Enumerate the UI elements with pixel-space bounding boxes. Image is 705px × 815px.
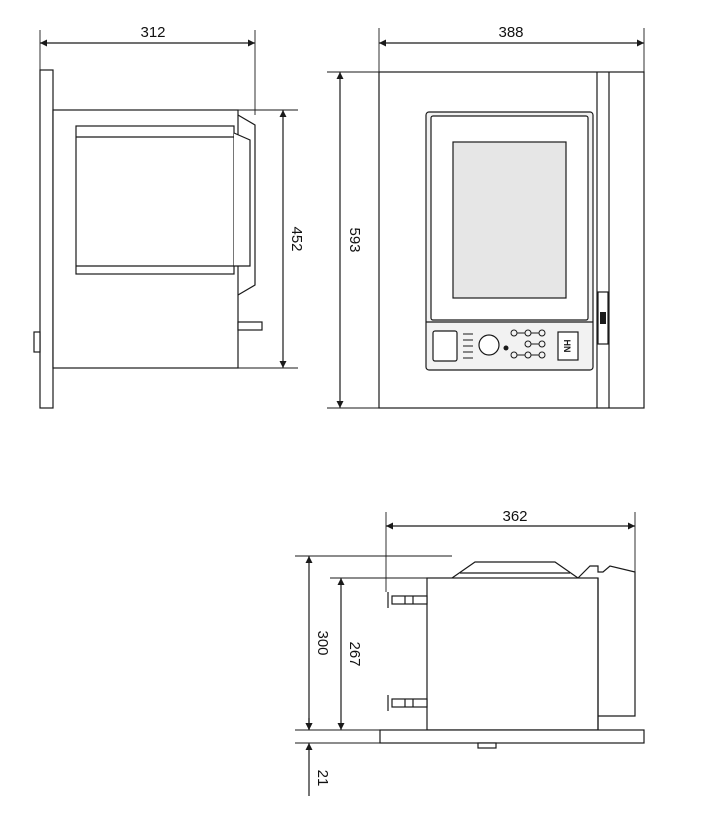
bottom-rear-bracket (577, 565, 636, 717)
side-knob (33, 331, 41, 353)
bottom-view (295, 512, 645, 796)
side-rear-block (233, 132, 251, 267)
side-module (75, 125, 235, 275)
display-screen (452, 141, 567, 299)
front-handle-mark (600, 312, 606, 324)
side-view (33, 30, 298, 409)
bottom-base-plate (379, 729, 645, 744)
dim-label-388: 388 (498, 24, 523, 41)
dim-label-267: 267 (346, 641, 363, 666)
dim-label-312: 312 (140, 24, 165, 41)
dim-label-593: 593 (346, 227, 363, 252)
bottom-terminals (387, 592, 428, 711)
side-flange (39, 69, 54, 409)
rotary-knob (478, 334, 500, 356)
logo-box (557, 331, 579, 361)
front-view (327, 28, 645, 409)
dim-label-21: 21 (314, 770, 331, 787)
led-rows (463, 333, 473, 359)
bottom-top-cover (451, 561, 579, 579)
knob-indicator (503, 345, 509, 351)
mini-lcd (432, 330, 458, 362)
dim-label-300: 300 (314, 630, 331, 655)
button-grid (510, 329, 546, 359)
side-rear-slant (237, 114, 256, 296)
bottom-foot (477, 742, 497, 749)
logo-text: HN (562, 340, 572, 353)
bottom-body (426, 577, 599, 731)
dim-label-452: 452 (288, 226, 305, 251)
dim-label-362: 362 (502, 508, 527, 525)
side-terminal (237, 321, 263, 331)
